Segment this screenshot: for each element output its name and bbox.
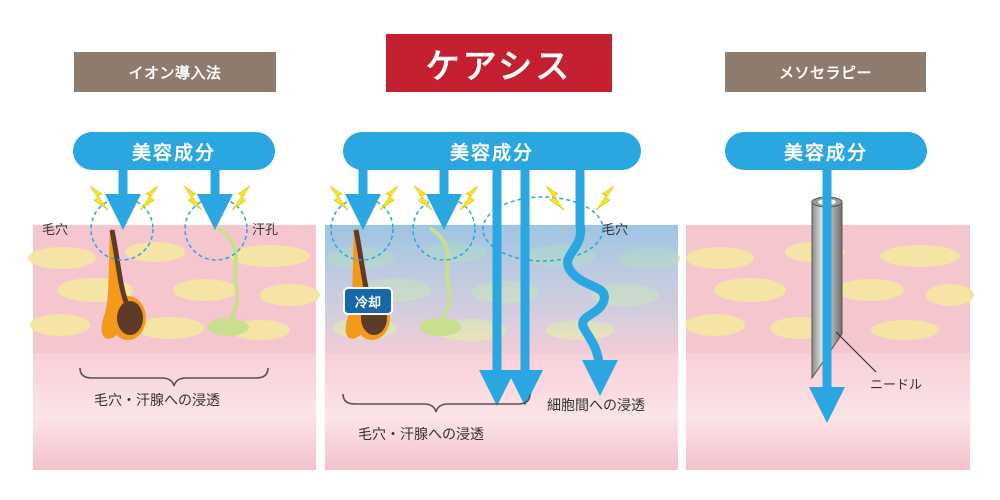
- left-lightning-icons: [89, 185, 251, 211]
- center-sweat-pore-circle: [412, 197, 476, 261]
- beauty-ingredient-pill-center: 美容成分: [343, 132, 641, 170]
- title-careses: ケアシス: [386, 34, 612, 92]
- center-pore-circle: [330, 197, 394, 261]
- left-dermis: [33, 353, 316, 470]
- title-iontophoresis: イオン導入法: [74, 52, 276, 92]
- center-lightning-icons: [329, 185, 615, 211]
- cooling-badge: 冷却: [343, 287, 393, 315]
- needle-label: ニードル: [870, 378, 923, 393]
- center-caption-intercellular: 細胞間への浸透: [547, 398, 645, 414]
- left-pore-circle: [90, 197, 154, 261]
- center-caption-brace: [342, 393, 531, 413]
- center-caption-pores: 毛穴・汗腺への浸透: [358, 427, 484, 443]
- left-fat-cells: [28, 242, 320, 340]
- center-sweat-gland: [419, 226, 461, 336]
- left-hair-follicle: [101, 228, 146, 340]
- right-skin-panel: [685, 167, 974, 470]
- center-pore-label: 毛穴: [602, 223, 629, 238]
- needle-pointer-line: [835, 331, 877, 373]
- center-intercellular-arrow: [563, 167, 618, 396]
- beauty-ingredient-pill-left: 美容成分: [73, 132, 275, 170]
- left-skin-panel: [28, 167, 320, 470]
- center-pore-ellipse: [482, 196, 604, 262]
- left-sweat-gland: [207, 226, 249, 336]
- left-caption: 毛穴・汗腺への浸透: [94, 393, 220, 409]
- title-mesotherapy: メソセラピー: [725, 52, 926, 92]
- left-pore-label: 毛穴: [42, 223, 69, 238]
- left-sweat-pore-circle: [184, 197, 248, 261]
- left-sweat-pore-label: 汗孔: [252, 223, 279, 238]
- left-caption-brace: [79, 367, 269, 387]
- beauty-ingredient-pill-right: 美容成分: [725, 132, 927, 170]
